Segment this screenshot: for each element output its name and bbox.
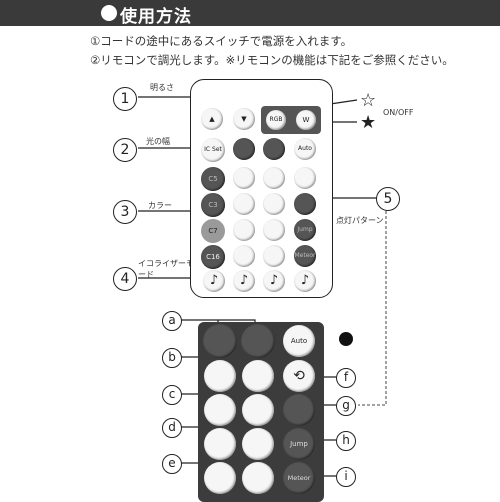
width-plus-button[interactable] [233, 138, 255, 160]
detail-g-button[interactable] [283, 394, 315, 426]
auto-button[interactable]: Auto [294, 138, 316, 160]
brightness-up-button[interactable]: ▲ [201, 108, 223, 130]
pattern-d-left-button[interactable] [233, 219, 255, 241]
callout-3: 3 [113, 200, 137, 224]
direction-left-button[interactable] [233, 193, 255, 215]
detail-jump-button[interactable]: Jump [283, 428, 315, 460]
color-c7-button[interactable]: C7 [201, 219, 225, 243]
detail-c-left-button[interactable] [204, 394, 236, 426]
detail-b-left-button[interactable] [204, 360, 236, 392]
color-c16-button[interactable]: C16 [201, 245, 225, 269]
bullet-icon [101, 5, 117, 21]
letter-b: b [162, 348, 182, 368]
detail-width-plus-button[interactable] [203, 324, 237, 358]
eq-1-button[interactable]: ♪ [203, 270, 225, 292]
rgb-button[interactable]: RGB [266, 110, 286, 130]
callout-4-label: イコライザーモード [138, 259, 194, 279]
jump-button[interactable]: Jump [294, 219, 316, 241]
callout-3-label: カラー [148, 201, 172, 210]
color-c3-button[interactable]: C3 [201, 193, 225, 217]
remote-control: ▲ ▼ RGB W IC Set Auto C5 C3 C7 C16 Jump … [190, 79, 333, 298]
instruction-1: ①コードの途中にあるスイッチで電源を入れます。 [90, 34, 353, 48]
letter-d: d [162, 418, 182, 438]
cycle-button[interactable] [294, 167, 316, 189]
letter-g: g [336, 396, 356, 416]
title-bar: 使用方法 [0, 0, 500, 27]
direction-right-button[interactable] [263, 193, 285, 215]
width-minus-button[interactable] [263, 138, 285, 160]
letter-f: f [336, 368, 356, 388]
eq-4-button[interactable]: ♪ [294, 270, 316, 292]
pattern-g-button[interactable] [294, 193, 316, 215]
pattern-e-right-button[interactable] [263, 245, 285, 267]
speed-down-button[interactable] [233, 167, 255, 189]
detail-meteor-button[interactable]: Meteor [283, 462, 315, 494]
callout-1-label: 明るさ [150, 83, 174, 92]
onoff-label: ON/OFF [383, 108, 414, 117]
speed-up-button[interactable] [263, 167, 285, 189]
page-title: 使用方法 [120, 7, 192, 27]
brightness-down-button[interactable]: ▼ [233, 108, 255, 130]
color-c5-button[interactable]: C5 [201, 167, 225, 191]
auto-dot-icon [339, 332, 353, 346]
detail-e-left-button[interactable] [204, 462, 236, 494]
meteor-button[interactable]: Meteor [294, 245, 316, 267]
callout-2-label: 光の幅 [146, 137, 170, 146]
pattern-e-left-button[interactable] [233, 245, 255, 267]
instruction-2: ②リモコンで調光します。※リモコンの機能は下記をご参照ください。 [90, 53, 454, 67]
eq-2-button[interactable]: ♪ [233, 270, 255, 292]
eq-3-button[interactable]: ♪ [263, 270, 285, 292]
detail-c-right-button[interactable] [242, 394, 274, 426]
detail-d-right-button[interactable] [242, 428, 274, 460]
star-filled-icon: ★ [360, 112, 377, 133]
letter-h: h [336, 431, 356, 451]
letter-i: i [336, 467, 356, 487]
letter-c: c [162, 385, 182, 405]
callout-5-label: 点灯パターン [336, 216, 384, 225]
remote-detail: Auto ⟲ Jump Meteor [198, 322, 324, 502]
detail-width-minus-button[interactable] [241, 324, 275, 358]
ic-set-button[interactable]: IC Set [201, 138, 225, 162]
callout-4: 4 [113, 267, 137, 291]
letter-e: e [162, 454, 182, 474]
callout-2: 2 [113, 138, 137, 162]
star-open-icon: ☆ [360, 90, 377, 111]
detail-e-right-button[interactable] [242, 462, 274, 494]
detail-auto-button[interactable]: Auto [283, 325, 315, 357]
detail-cycle-button[interactable]: ⟲ [283, 360, 315, 392]
detail-b-right-button[interactable] [242, 360, 274, 392]
w-button[interactable]: W [296, 110, 316, 130]
pattern-d-right-button[interactable] [263, 219, 285, 241]
callout-1: 1 [113, 87, 137, 111]
detail-d-left-button[interactable] [204, 428, 236, 460]
callout-5: 5 [376, 187, 400, 211]
letter-a: a [162, 311, 182, 331]
